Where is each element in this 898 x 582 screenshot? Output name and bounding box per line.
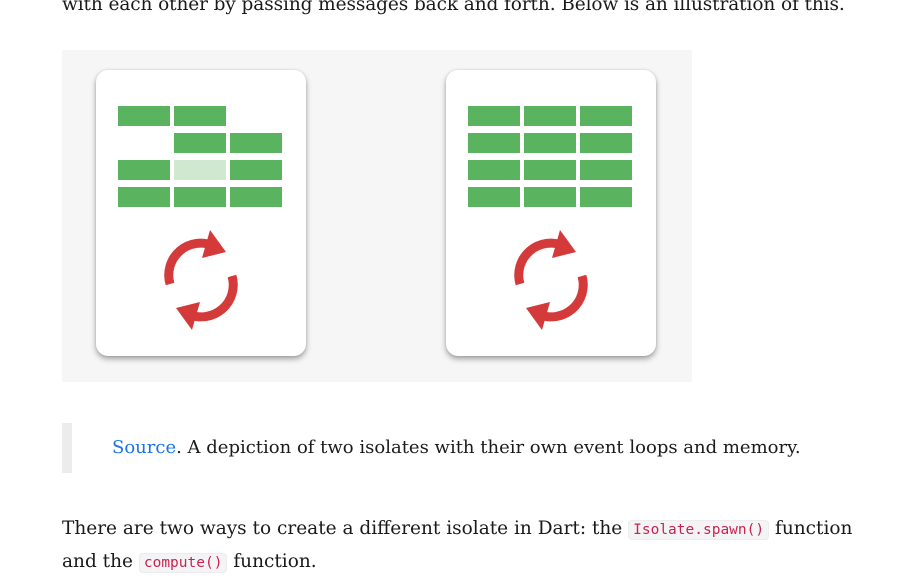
source-link[interactable]: Source xyxy=(112,437,176,458)
memory-cell xyxy=(118,187,170,207)
memory-cell xyxy=(524,160,576,180)
memory-cell xyxy=(468,187,520,207)
memory-cell xyxy=(580,106,632,126)
caption-text-line: Source. A depiction of two isolates with… xyxy=(112,435,801,461)
memory-cell xyxy=(174,187,226,207)
memory-grid-right xyxy=(468,106,634,210)
memory-cell xyxy=(230,133,282,153)
memory-cell xyxy=(468,133,520,153)
isolates-illustration xyxy=(62,50,692,382)
memory-cell xyxy=(580,133,632,153)
caption-text: . A depiction of two isolates with their… xyxy=(176,437,801,458)
memory-cell xyxy=(230,160,282,180)
sync-arrows-icon xyxy=(506,222,596,332)
intro-text: with each other by passing messages back… xyxy=(62,0,845,18)
memory-cell xyxy=(524,187,576,207)
memory-cell xyxy=(230,187,282,207)
memory-grid-left xyxy=(118,106,284,210)
code-isolate-spawn: Isolate.spawn() xyxy=(628,520,769,540)
memory-cell xyxy=(580,187,632,207)
memory-cell xyxy=(580,160,632,180)
memory-cell xyxy=(468,106,520,126)
memory-cell xyxy=(174,106,226,126)
memory-cell xyxy=(174,133,226,153)
figure-caption: Source. A depiction of two isolates with… xyxy=(62,423,842,473)
code-compute: compute() xyxy=(139,553,228,573)
paragraph-text: There are two ways to create a different… xyxy=(62,518,628,539)
paragraph: There are two ways to create a different… xyxy=(62,513,882,579)
memory-cell xyxy=(468,160,520,180)
memory-cell xyxy=(118,106,170,126)
memory-cell-light xyxy=(174,160,226,180)
isolate-card-left xyxy=(96,70,306,356)
memory-cell xyxy=(118,160,170,180)
paragraph-text: function. xyxy=(227,551,316,572)
isolate-card-right xyxy=(446,70,656,356)
memory-cell xyxy=(524,106,576,126)
memory-cell xyxy=(524,133,576,153)
sync-arrows-icon xyxy=(156,222,246,332)
